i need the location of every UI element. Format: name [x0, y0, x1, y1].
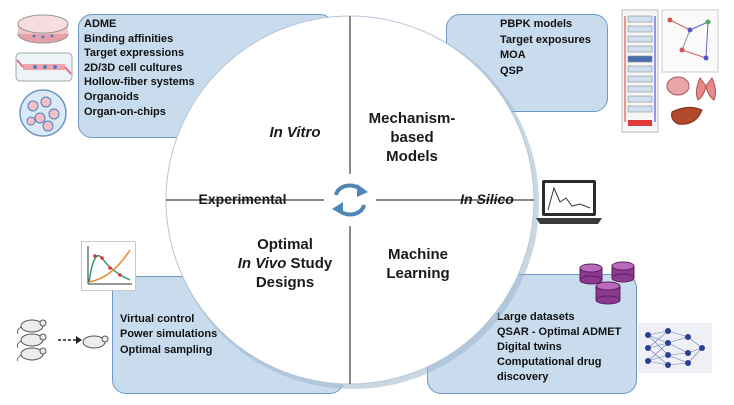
list-item: Large datasets: [497, 311, 575, 323]
machine-learning-label: Machine Learning: [368, 245, 468, 283]
in-vitro-list: ADME Binding affinities Target expressio…: [84, 17, 195, 119]
list-item: 2D/3D cell cultures: [84, 61, 183, 74]
microfluidic-chip-icon: [15, 52, 73, 82]
mechanism-label-line: based: [390, 129, 434, 146]
list-item: Binding affinities: [84, 32, 174, 45]
optimal-design-line: Designs: [255, 274, 315, 291]
optimal-design-line: In Vivo Study: [224, 254, 346, 273]
laptop-chart-icon: [536, 180, 602, 224]
machine-learning-list: Large datasets QSAR - Optimal ADMET Digi…: [497, 310, 621, 385]
in-silico-label: In Silico: [460, 191, 514, 207]
pbpk-diagram-icon: [621, 9, 659, 133]
in-vitro-label: In Vitro: [269, 124, 321, 141]
optimal-design-label: Optimal In Vivo Study Designs: [224, 235, 346, 292]
list-item: Target exposures: [500, 33, 591, 46]
list-item: QSP: [500, 64, 524, 77]
cycle-arrows-icon: [332, 183, 368, 217]
organoid-icon: [19, 89, 67, 137]
study-design-list: Virtual control Power simulations Optima…: [120, 312, 217, 358]
mechanism-list: PBPK models Target exposures MOA QSP: [500, 17, 591, 79]
list-item: Computational drug: [497, 356, 602, 368]
list-item: Power simulations: [120, 328, 218, 341]
optimal-design-line: Optimal: [257, 236, 313, 253]
petri-dish-icon: [17, 14, 69, 44]
list-item: PBPK models: [500, 18, 573, 30]
list-item: QSAR - Optimal ADMET: [497, 326, 622, 338]
list-item: Virtual control: [120, 313, 195, 325]
list-item: Organ-on-chips: [84, 105, 166, 118]
network-graph-icon: [661, 9, 719, 73]
machine-learning-line: Machine: [387, 246, 448, 263]
study-text: Study: [286, 255, 333, 272]
list-item: Organoids: [84, 90, 140, 103]
mechanism-label-line: Mechanism-: [368, 110, 456, 127]
in-vivo-text: In Vivo: [237, 255, 287, 272]
pk-curve-chart-icon: [81, 241, 136, 291]
list-item: MOA: [500, 49, 526, 62]
machine-learning-line: Learning: [386, 265, 450, 282]
database-icon: [579, 261, 635, 305]
list-item: Target expressions: [84, 47, 185, 60]
list-item: Hollow-fiber systems: [84, 76, 195, 89]
mechanism-label: Mechanism- based Models: [352, 109, 472, 166]
mechanism-label-line: Models: [386, 148, 438, 165]
mice-icon: [17, 319, 109, 362]
neural-network-icon: [638, 323, 712, 373]
experimental-label: Experimental: [198, 191, 287, 207]
list-item: discovery: [497, 371, 549, 383]
quadrant-circle: [165, 15, 539, 389]
list-item: Digital twins: [497, 341, 562, 353]
list-item: ADME: [84, 18, 117, 30]
list-item: Optimal sampling: [120, 343, 213, 356]
organs-icon: [666, 76, 717, 125]
